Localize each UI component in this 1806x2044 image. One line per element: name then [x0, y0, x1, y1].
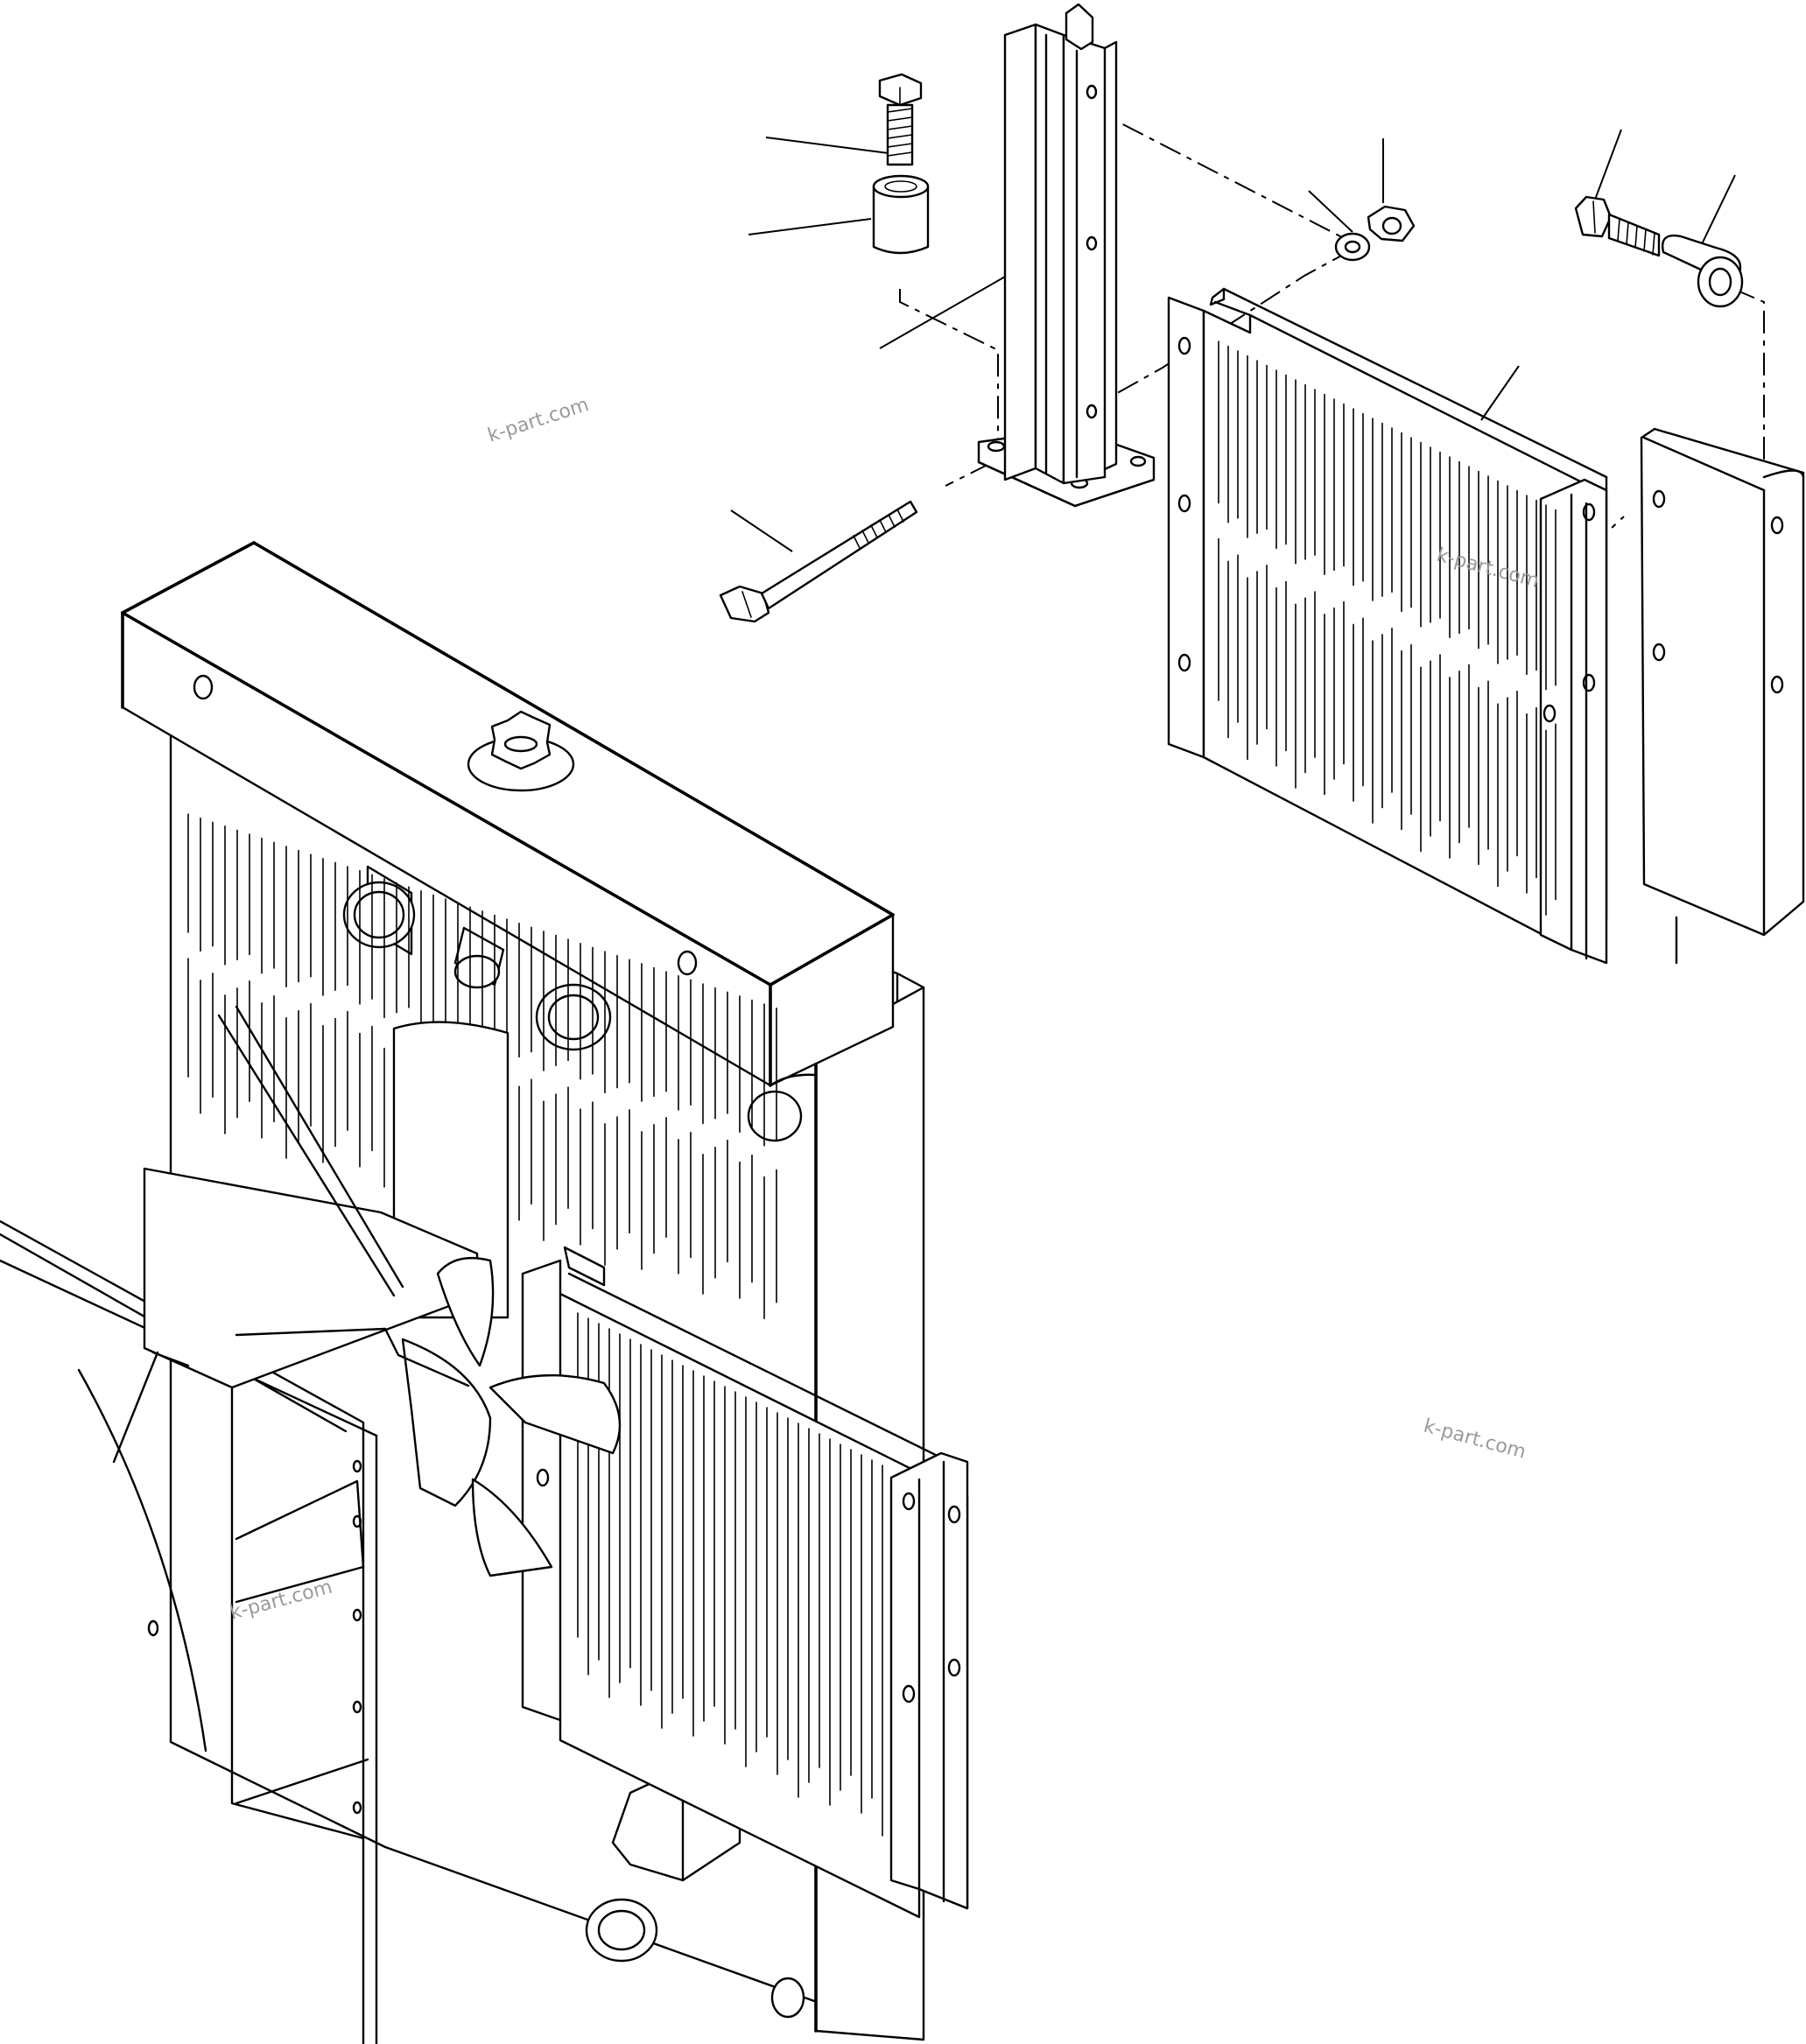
watermark-1: k-part.com [485, 394, 592, 447]
radiator-cap-icon [467, 710, 575, 792]
hex-nut-icon [1367, 205, 1416, 242]
support-bracket [977, 3, 1156, 508]
spacer-collar-right [1662, 234, 1744, 308]
mounted-oil-cooler [521, 1246, 969, 1919]
side-cover-plate [1640, 427, 1805, 965]
washer-icon [1334, 232, 1371, 262]
bolt-top-vertical [878, 73, 923, 166]
fan-shroud-icon [0, 1005, 622, 2044]
bolt-right-horizontal [1574, 195, 1661, 257]
long-bolt-diagonal [719, 500, 918, 623]
watermark-3: k-part.com [1421, 1415, 1528, 1464]
oil-cooler-icon [1167, 287, 1608, 965]
inlet-pipes [342, 865, 803, 1142]
spacer-collar-top [872, 174, 930, 255]
leader-lines [730, 129, 1736, 552]
